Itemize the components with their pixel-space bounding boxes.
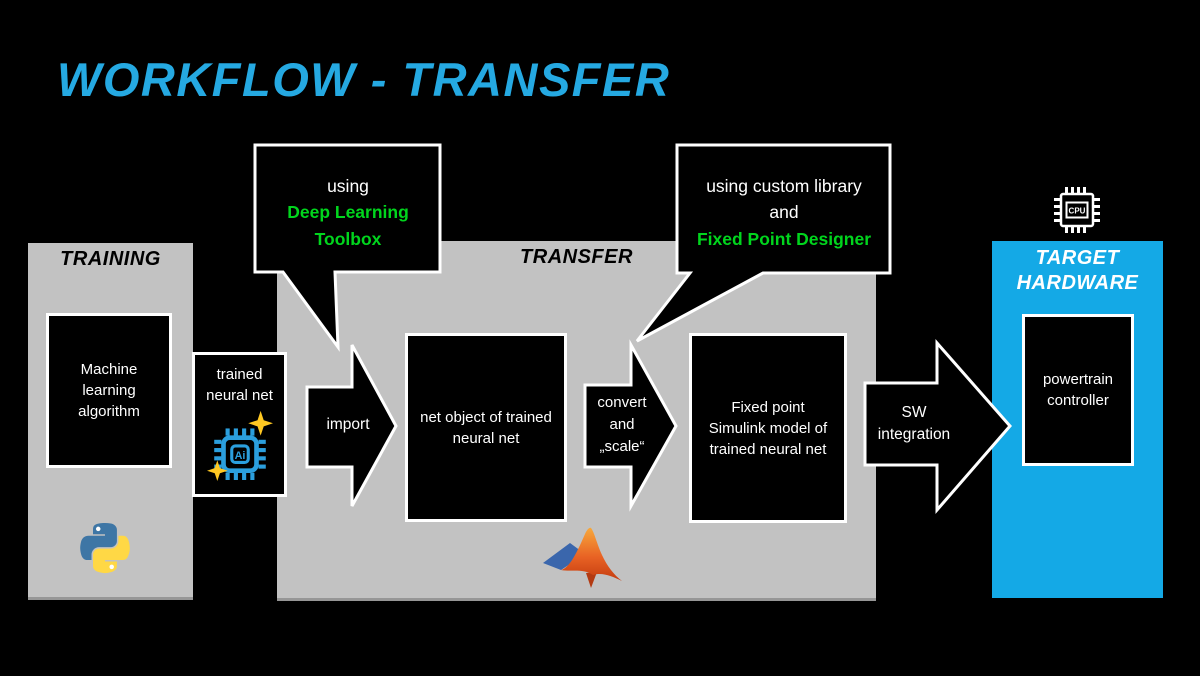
import-arrow-label: import [310,414,386,436]
node-label: Machine learning algorithm [78,361,140,420]
callout-text-deep-learning: using Deep Learning Toolbox [260,173,436,252]
callout-line-highlight: Fixed Point Designer [696,228,872,249]
ai-chip-pins [213,428,266,480]
node-trained-neural-net: trained neural net Ai [192,352,287,497]
python-yellow-snake [93,535,130,574]
transfer-label: TRANSFER [520,246,633,268]
arrow-label-line: import [326,416,370,433]
page-title: WORKFLOW - TRANSFER [57,53,671,106]
matlab-logo-icon [543,527,622,588]
callout-line-highlight: Deep Learning Toolbox [287,202,409,249]
python-blue-snake [80,522,117,561]
target-label-line2: HARDWARE [1016,272,1139,294]
arrow-label-line: and [609,415,635,433]
python-eye [109,564,114,570]
ai-chip-label: Ai [234,450,245,462]
convert-scale-arrow-label: convert and „scale“ [580,392,664,457]
node-label: powertrain controller [1042,371,1114,409]
sparkle-icon [206,460,228,482]
matlab-membrane-peak [561,527,622,581]
matlab-red-tail [586,572,597,588]
node-powertrain-controller: powertrain controller [1022,314,1134,466]
matlab-blue-wing [543,543,585,570]
node-label: trained neural net [206,366,273,404]
arrow-label-line: SW [901,404,927,421]
arrow-label-line: convert [597,394,647,411]
cpu-label: CPU [1069,207,1086,216]
target-label-line1: TARGET [1035,247,1120,269]
cpu-label-box [1065,201,1089,219]
callout-line: and [769,202,799,223]
training-label: TRAINING [60,248,161,270]
node-net-object: net object of trained neural net [405,333,567,522]
ai-chip-icon: Ai [206,410,273,482]
node-label: net object of trained neural net [420,408,552,447]
cpu-pins [1054,187,1100,233]
callout-text-fixed-point: using custom library and Fixed Point Des… [682,173,886,252]
cpu-icon: CPU [1054,187,1100,233]
python-eye [95,526,101,532]
node-fixed-point-model: Fixed point Simulink model of trained ne… [689,333,847,523]
ai-chip-inner [229,444,250,465]
python-logo-icon [80,522,130,574]
arrow-label-line: integration [877,426,951,444]
arrow-label-line: „scale“ [599,437,645,455]
callout-line: using custom library [706,176,862,196]
sparkle-icon [247,410,273,436]
target-hardware-label: TARGET HARDWARE [992,246,1163,296]
sw-integration-arrow-label: SW integration [862,402,966,447]
callout-line: using [327,176,369,196]
node-label: Fixed point Simulink model of trained ne… [708,398,828,458]
node-machine-learning-algorithm: Machine learning algorithm [46,313,172,468]
